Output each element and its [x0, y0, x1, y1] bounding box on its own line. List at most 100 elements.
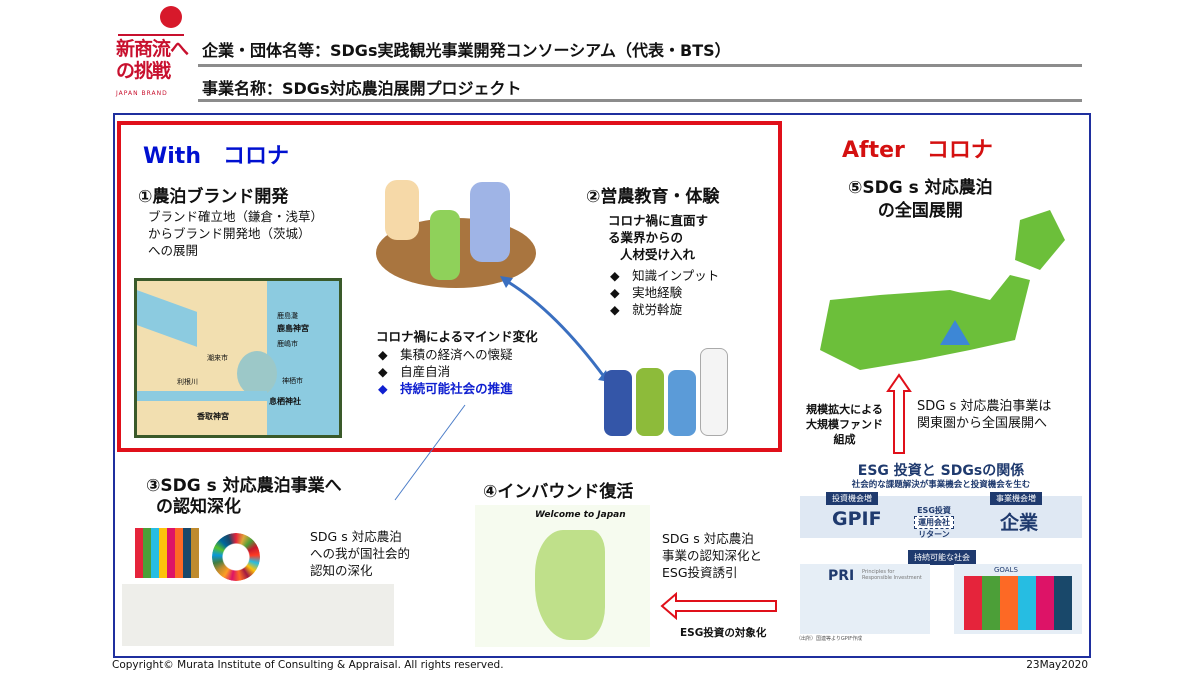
- heading-line: ⑤SDG s 対応農泊: [848, 178, 993, 198]
- workers-row-illustration: [122, 584, 394, 646]
- with-corona-box: [117, 121, 782, 452]
- expand-text: SDG s 対応農泊事業は 関東圏から全国展開へ: [917, 398, 1051, 432]
- bullet-text: 自産自消: [400, 364, 451, 379]
- divider: [198, 64, 1082, 67]
- text-line: SDG s 対応農泊事業は: [917, 399, 1052, 414]
- text-line: ブランド確立地（鎌倉・浅草）: [148, 209, 324, 224]
- map-label: 鹿島灘: [277, 312, 298, 320]
- map-label: 潮来市: [207, 354, 228, 362]
- text-line: 事業の認知深化と: [662, 548, 763, 563]
- up-arrow-icon: [886, 373, 912, 454]
- esg-title: ESG 投資と SDGsの関係: [857, 463, 1025, 479]
- river: [137, 391, 267, 401]
- sdgs-goals-grid: [135, 528, 199, 578]
- header-organization: 企業・団体名等：SDGs実践観光事業開発コンソーシアム（代表・BTS）: [202, 41, 731, 60]
- pointer-line: [394, 404, 466, 501]
- bullet-item: ◆ 実地経験: [610, 285, 683, 300]
- with-title: With コロナ: [143, 144, 289, 169]
- heading-line: の全国展開: [877, 201, 963, 221]
- double-arrow: [504, 278, 607, 379]
- bullet-text: 集積の経済への懐疑: [400, 347, 513, 362]
- bullet-item: ◆ 就労斡旋: [610, 302, 683, 317]
- welcome-text: Welcome to Japan: [535, 510, 626, 520]
- mind-bullets: ◆ 集積の経済への懐疑 ◆ 自産自消 ◆ 持続可能社会の推進: [378, 346, 513, 397]
- header-project: 事業名称：SDGs対応農泊展開プロジェクト: [202, 79, 522, 98]
- workers-illustration: [604, 340, 734, 440]
- pri-panel: PRI Principles for Responsible Investmen…: [800, 564, 930, 634]
- text-line: への展開: [148, 243, 199, 258]
- person-illustration: [700, 348, 728, 436]
- inbound-illustration: Welcome to Japan: [475, 505, 650, 647]
- arrow-head: [500, 276, 513, 288]
- bullet-text: 就労斡旋: [632, 302, 683, 317]
- text-line: 規模拡大による: [806, 403, 883, 416]
- goals-panel: GOALS: [954, 564, 1082, 634]
- logo-line: [118, 34, 184, 36]
- divider: [198, 99, 1082, 102]
- bullet-item: ◆ 集積の経済への懐疑: [378, 347, 513, 362]
- s3-heading: ③SDG s 対応農泊事業へ の認知深化: [146, 476, 342, 518]
- s2-bullets: ◆ 知識インプット ◆ 実地経験 ◆ 就労斡旋: [610, 267, 719, 318]
- fund-text: 規模拡大による 大規模ファンド 組成: [806, 402, 883, 447]
- lake: [237, 351, 277, 396]
- goals-label: GOALS: [994, 566, 1018, 574]
- bullet-item: ◆ 知識インプット: [610, 268, 720, 283]
- person-illustration: [604, 370, 632, 436]
- bullet-text: 持続可能社会の推進: [400, 381, 513, 396]
- logo-mark: [160, 6, 182, 28]
- company-label: 企業: [1000, 512, 1039, 534]
- bullet-text: 知識インプット: [632, 268, 720, 283]
- map-label: 鹿島神宮: [277, 324, 309, 333]
- heading-line: の認知深化: [156, 497, 241, 517]
- pri-logo: PRI: [828, 568, 855, 584]
- sdgs-wheel-icon: [212, 533, 260, 581]
- text-line: コロナ禍に直面す: [608, 213, 709, 228]
- mind-heading: コロナ禍によるマインド変化: [376, 329, 538, 344]
- s2-text: コロナ禍に直面す る業界からの 人材受け入れ: [608, 212, 708, 263]
- person-illustration: [636, 368, 664, 436]
- japan-map: [535, 530, 605, 640]
- person-illustration: [430, 210, 460, 280]
- s4-heading: ④インバウンド復活: [483, 482, 634, 502]
- map-label: 香取神宮: [197, 412, 229, 421]
- japan-map-illustration: [820, 210, 1065, 370]
- text-line: ESG投資誘引: [662, 565, 738, 580]
- s2-heading: ②営農教育・体験: [586, 187, 720, 207]
- text-line: 大規模ファンド: [806, 418, 883, 431]
- text-line: ESG投資: [917, 506, 951, 515]
- tag: 投資機会増: [826, 492, 878, 505]
- s1-text: ブランド確立地（鎌倉・浅草） からブランド開発地（茨城） への展開: [148, 208, 323, 259]
- pri-subtitle: Principles for Responsible Investment: [862, 569, 922, 581]
- map-image: 鹿島灘 鹿島神宮 鹿嶋市 潮来市 神栖市 息栖神社 利根川 香取神宮: [134, 278, 342, 438]
- s1-heading: ①農泊ブランド開発: [138, 187, 289, 207]
- connector-arrows: [394, 276, 610, 501]
- after-title: After コロナ: [842, 138, 993, 163]
- map-label: 息栖神社: [269, 397, 301, 406]
- sustainable-tag: 持続可能な社会: [908, 550, 976, 565]
- text-line: 運用会社: [914, 516, 954, 529]
- text-line: SDG s 対応農泊: [310, 529, 402, 544]
- logo: 新商流への挑戦: [116, 38, 189, 82]
- map-label: 鹿嶋市: [277, 340, 298, 348]
- map-label: 利根川: [177, 378, 198, 386]
- esg-subtitle: 社会的な課題解決が事業機会と投資機会を生む: [851, 480, 1031, 490]
- tag: 事業機会増: [990, 492, 1042, 505]
- date: 23May2020: [1026, 659, 1088, 671]
- content-frame: [113, 113, 1091, 658]
- person-illustration: [385, 180, 419, 240]
- copyright: Copyright© Murata Institute of Consultin…: [112, 659, 504, 671]
- gpif-label: GPIF: [832, 508, 882, 530]
- sea: [267, 281, 339, 435]
- esg-target-label: ESG投資の対象化: [680, 627, 767, 639]
- person-illustration: [668, 370, 696, 436]
- bullet-text: 実地経験: [632, 285, 683, 300]
- text-line: リターン: [918, 530, 950, 539]
- person-illustration: [470, 182, 510, 262]
- river: [137, 290, 197, 347]
- sdgs-goals-grid: [964, 576, 1072, 630]
- source-note: （出所）国連等よりGPIF作成: [796, 636, 863, 642]
- esg-sdgs-diagram: ESG 投資と SDGsの関係 社会的な課題解決が事業機会と投資機会を生む 投資…: [796, 452, 1086, 642]
- text-line: 組成: [833, 433, 856, 446]
- text-line: への我が国社会的: [310, 546, 411, 561]
- map-label: 神栖市: [282, 377, 303, 385]
